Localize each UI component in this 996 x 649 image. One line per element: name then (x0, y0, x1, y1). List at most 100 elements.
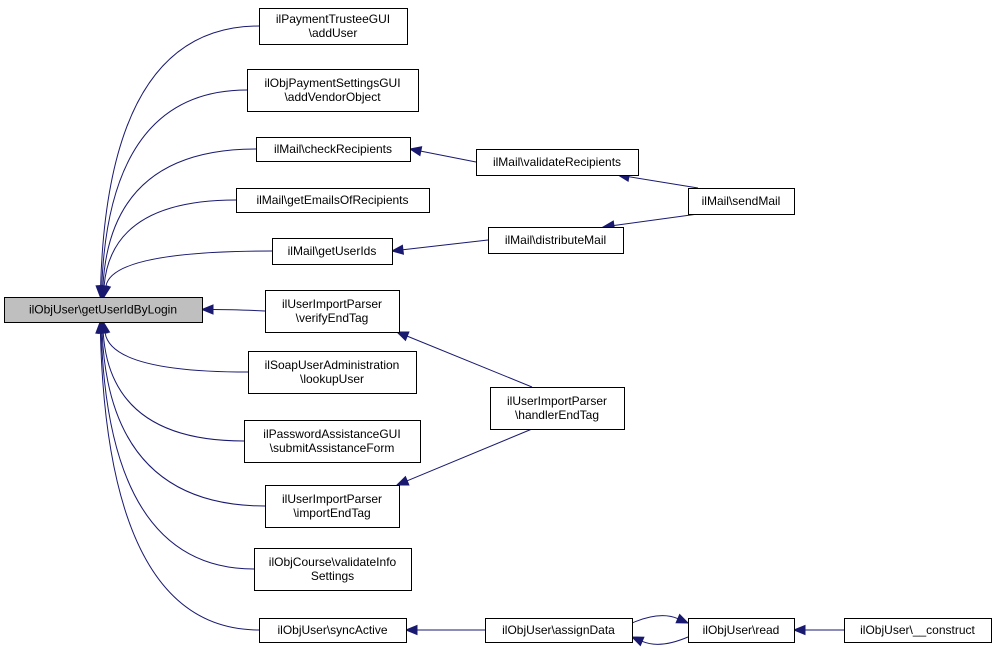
edge-line (402, 239, 489, 251)
node-box (248, 351, 417, 394)
node-n3[interactable]: ilMail\checkRecipients (256, 137, 411, 162)
edge-line (100, 25, 260, 287)
node-box (256, 137, 411, 162)
node-label: ilObjUser\read (703, 623, 780, 637)
edge-arrowhead (395, 475, 410, 486)
node-box (688, 618, 795, 643)
node-label: ilPasswordAssistanceGUI (263, 427, 400, 441)
node-n15[interactable]: ilUserImportParser\handlerEndTag (490, 387, 625, 430)
edge-n15-to-n6 (395, 331, 533, 388)
node-box (485, 618, 633, 643)
node-label: ilUserImportParser (282, 297, 382, 311)
node-box (688, 188, 795, 215)
node-n17[interactable]: ilObjUser\read (688, 618, 795, 643)
node-box (476, 149, 639, 176)
node-box (265, 485, 400, 528)
node-label: ilUserImportParser (282, 492, 382, 506)
node-root[interactable]: ilObjUser\getUserIdByLogin (4, 297, 203, 323)
edge-line (406, 428, 533, 482)
node-n4[interactable]: ilMail\getEmailsOfRecipients (236, 188, 430, 213)
edge-n17-to-n16 (630, 636, 689, 647)
node-label: \lookupUser (300, 372, 364, 386)
edge-line (613, 213, 699, 227)
node-label: ilPaymentTrusteeGUI (276, 12, 390, 26)
node-label: \importEndTag (293, 506, 370, 520)
edge-line (105, 250, 273, 287)
node-label: Settings (311, 569, 354, 583)
node-n6[interactable]: ilUserImportParser\verifyEndTag (265, 290, 400, 333)
node-n14[interactable]: ilMail\sendMail (688, 188, 795, 215)
node-label: ilObjUser\__construct (860, 623, 975, 637)
edge-n12-to-n3 (408, 146, 477, 163)
edge-n3-to-root (97, 148, 257, 299)
node-box (272, 238, 393, 265)
node-label: \addUser (309, 26, 358, 40)
node-box (254, 548, 412, 591)
node-label: ilMail\distributeMail (505, 233, 606, 247)
edge-line (103, 199, 237, 287)
edge-n1-to-root (95, 25, 260, 299)
edge-n16-to-n11 (404, 624, 485, 636)
node-label: ilSoapUserAdministration (265, 358, 400, 372)
edge-arrowhead (100, 284, 112, 299)
edge-arrowhead (95, 320, 106, 334)
edge-line (101, 89, 248, 287)
node-label: \handlerEndTag (515, 408, 599, 422)
edge-arrowhead (792, 624, 806, 636)
edge-line (101, 332, 266, 507)
node-box (236, 188, 430, 213)
node-label: ilObjUser\assignData (502, 623, 615, 637)
node-n7[interactable]: ilSoapUserAdministration\lookupUser (248, 351, 417, 394)
node-n16[interactable]: ilObjUser\assignData (485, 618, 633, 643)
edge-line (99, 332, 260, 631)
edge-n6-to-root (200, 304, 266, 315)
node-box (259, 8, 408, 45)
edge-n15-to-n9 (395, 428, 533, 486)
edge-line (102, 148, 257, 287)
node-label: ilObjUser\syncActive (277, 623, 387, 637)
node-label: ilMail\getUserIds (288, 244, 377, 258)
node-n2[interactable]: ilObjPaymentSettingsGUI\addVendorObject (247, 69, 419, 112)
node-label: ilObjUser\getUserIdByLogin (29, 303, 177, 317)
node-label: ilMail\checkRecipients (274, 142, 392, 156)
node-label: \submitAssistanceForm (270, 441, 395, 455)
node-n18[interactable]: ilObjUser\__construct (844, 618, 992, 643)
edge-line (100, 332, 255, 570)
edge-n11-to-root (95, 320, 260, 631)
node-label: ilMail\sendMail (702, 194, 781, 208)
edge-n9-to-root (96, 320, 266, 507)
edge-n10-to-root (96, 320, 255, 570)
node-n8[interactable]: ilPasswordAssistanceGUI\submitAssistance… (244, 420, 421, 463)
node-n12[interactable]: ilMail\validateRecipients (476, 149, 639, 176)
edge-line (104, 332, 249, 373)
edge-arrowhead (408, 146, 423, 157)
node-label: \addVendorObject (284, 90, 381, 104)
node-n13[interactable]: ilMail\distributeMail (488, 227, 624, 254)
edge-line (102, 332, 245, 442)
edge-n7-to-root (99, 320, 249, 373)
edge-line (420, 150, 477, 163)
edge-n13-to-n5 (390, 239, 489, 255)
node-n5[interactable]: ilMail\getUserIds (272, 238, 393, 265)
node-label: ilMail\validateRecipients (493, 155, 621, 169)
edge-line (631, 615, 679, 624)
node-label: ilObjCourse\validateInfo (269, 555, 397, 569)
edge-line (628, 176, 699, 189)
node-box (490, 387, 625, 430)
edge-arrowhead (630, 636, 645, 647)
node-n1[interactable]: ilPaymentTrusteeGUI\addUser (259, 8, 408, 45)
node-box (844, 618, 992, 643)
node-label: ilObjPaymentSettingsGUI (264, 76, 400, 90)
edge-n16-to-n17 (631, 613, 690, 624)
edge-arrowhead (395, 331, 410, 342)
edge-n5-to-root (100, 250, 273, 299)
node-label: ilUserImportParser (507, 394, 607, 408)
node-n11[interactable]: ilObjUser\syncActive (259, 618, 407, 643)
node-box (4, 297, 203, 323)
edge-arrowhead (390, 244, 405, 255)
node-box (244, 420, 421, 463)
node-label: ilMail\getEmailsOfRecipients (256, 193, 408, 207)
node-n9[interactable]: ilUserImportParser\importEndTag (265, 485, 400, 528)
